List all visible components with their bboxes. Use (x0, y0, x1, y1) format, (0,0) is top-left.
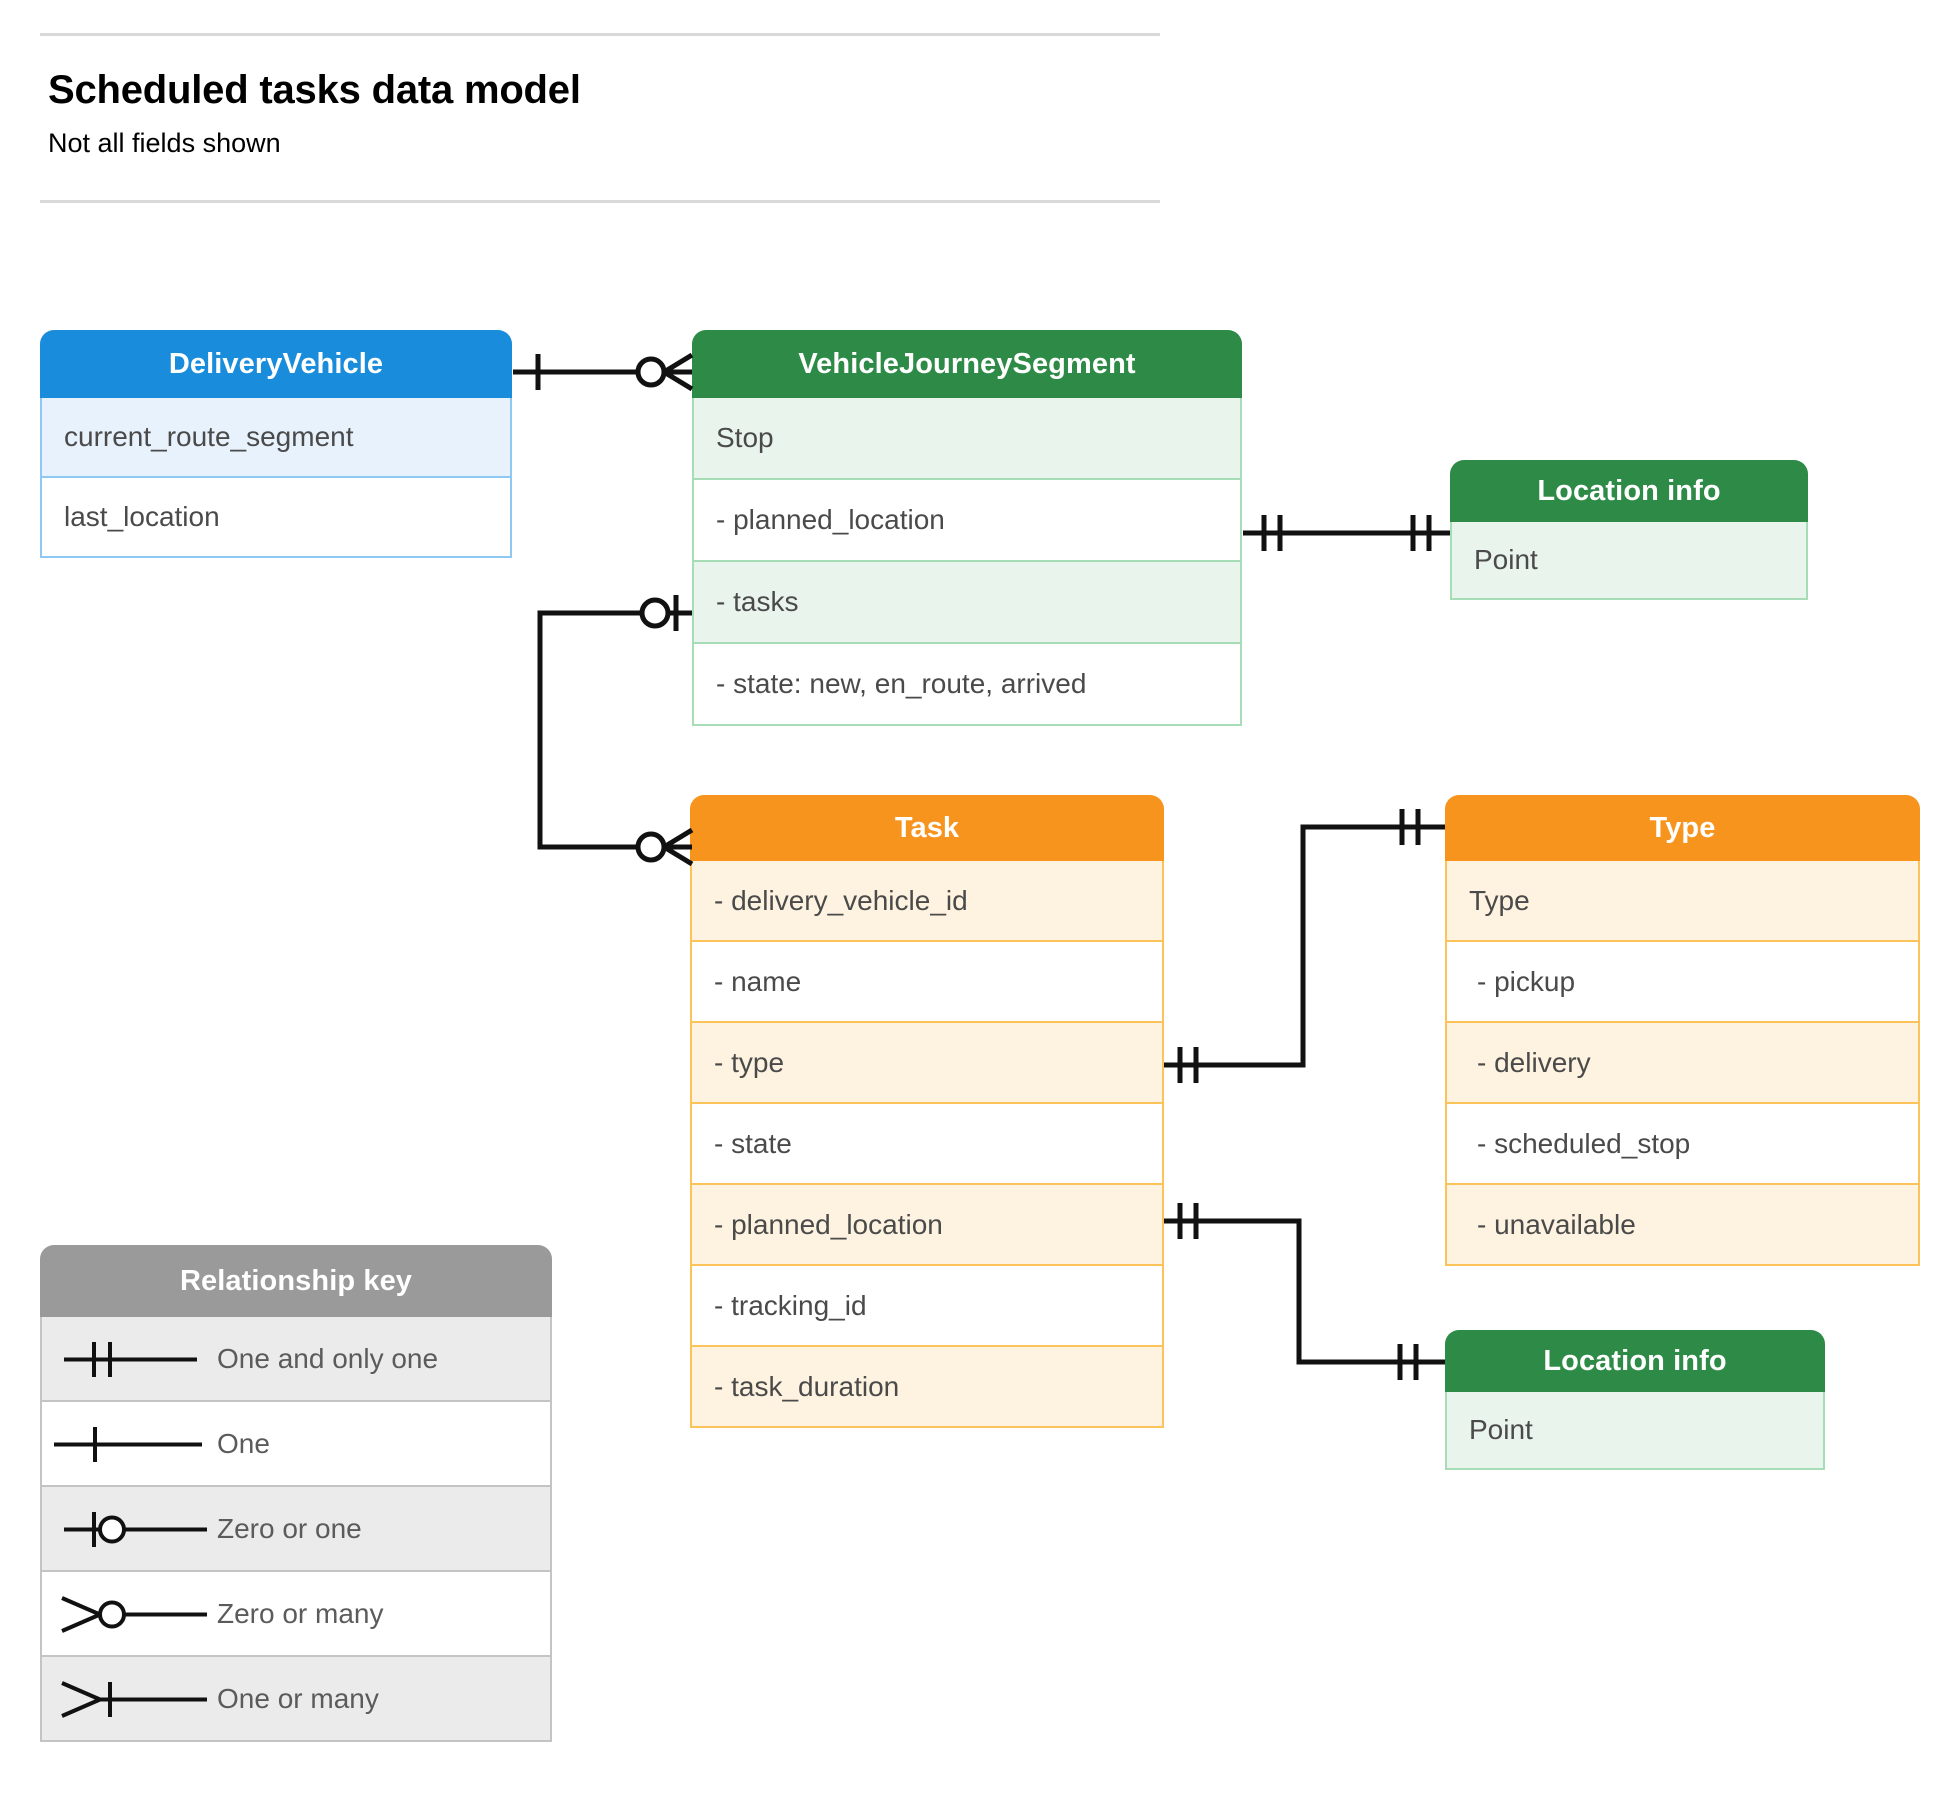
legend-label-one: One (217, 1427, 270, 1459)
one-or-many-icon (42, 1657, 217, 1740)
legend-relationship-key[interactable]: Relationship key One and only one One (40, 1245, 552, 1742)
legend-item-one-or-many: One or many (40, 1657, 552, 1742)
legend-item-one: One (40, 1402, 552, 1487)
field-type-delivery: - delivery (1445, 1023, 1920, 1104)
field-planned-location-task: - planned_location (690, 1185, 1164, 1266)
connector-task-type (1164, 809, 1445, 1083)
entity-title-location-info-top: Location info (1450, 460, 1808, 522)
field-type-scheduled-stop: - scheduled_stop (1445, 1104, 1920, 1185)
field-current-route-segment: current_route_segment (40, 398, 512, 478)
legend-label-zero-or-many: Zero or many (217, 1597, 384, 1629)
entity-title-delivery-vehicle: DeliveryVehicle (40, 330, 512, 398)
field-planned-location: - planned_location (692, 480, 1242, 562)
legend-item-zero-or-many: Zero or many (40, 1572, 552, 1657)
connector-task-locationinfo-bottom (1164, 1203, 1445, 1380)
field-tasks: - tasks (692, 562, 1242, 644)
entity-title-location-info-bottom: Location info (1445, 1330, 1825, 1392)
page-title: Scheduled tasks data model (48, 68, 581, 112)
field-state: - state: new, en_route, arrived (692, 644, 1242, 726)
entity-task[interactable]: Task - delivery_vehicle_id - name - type… (690, 795, 1164, 1428)
zero-or-one-icon (42, 1487, 217, 1570)
field-type-header: Type (1445, 861, 1920, 942)
field-last-location: last_location (40, 478, 512, 558)
field-type-unavailable: - unavailable (1445, 1185, 1920, 1266)
field-point-top: Point (1450, 522, 1808, 600)
legend-title: Relationship key (40, 1245, 552, 1317)
header-divider-top (40, 33, 1160, 36)
field-type-pickup: - pickup (1445, 942, 1920, 1023)
one-icon (42, 1402, 217, 1485)
legend-label-one-or-many: One or many (217, 1682, 379, 1714)
entity-delivery-vehicle[interactable]: DeliveryVehicle current_route_segment la… (40, 330, 512, 558)
entity-title-type: Type (1445, 795, 1920, 861)
entity-location-info-bottom[interactable]: Location info Point (1445, 1330, 1825, 1470)
header-divider-bottom (40, 200, 1160, 203)
field-stop: Stop (692, 398, 1242, 480)
legend-item-zero-or-one: Zero or one (40, 1487, 552, 1572)
one-and-only-one-icon (42, 1317, 217, 1400)
field-type: - type (690, 1023, 1164, 1104)
entity-title-vehicle-journey-segment: VehicleJourneySegment (692, 330, 1242, 398)
entity-location-info-top[interactable]: Location info Point (1450, 460, 1808, 600)
field-state-task: - state (690, 1104, 1164, 1185)
connector-vjs-task (537, 595, 694, 867)
legend-label-one-and-only-one: One and only one (217, 1342, 439, 1374)
zero-or-many-icon (42, 1572, 217, 1655)
page-subtitle: Not all fields shown (48, 128, 281, 158)
connector-deliveryvehicle-vehiclejourneysegment (513, 352, 694, 392)
entity-vehicle-journey-segment[interactable]: VehicleJourneySegment Stop - planned_loc… (692, 330, 1242, 726)
legend-item-one-and-only-one: One and only one (40, 1317, 552, 1402)
field-point-bottom: Point (1445, 1392, 1825, 1470)
entity-title-task: Task (690, 795, 1164, 861)
entity-type[interactable]: Type Type - pickup - delivery - schedule… (1445, 795, 1920, 1266)
field-name: - name (690, 942, 1164, 1023)
legend-label-zero-or-one: Zero or one (217, 1512, 362, 1544)
field-task-duration: - task_duration (690, 1347, 1164, 1428)
field-tracking-id: - tracking_id (690, 1266, 1164, 1347)
connector-vjs-locationinfo-top (1243, 515, 1450, 551)
field-delivery-vehicle-id: - delivery_vehicle_id (690, 861, 1164, 942)
